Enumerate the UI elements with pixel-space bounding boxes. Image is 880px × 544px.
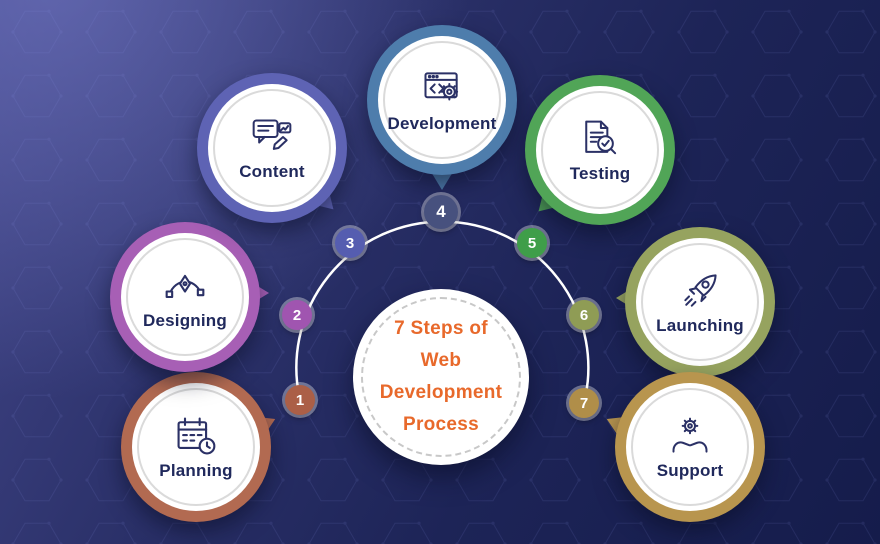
step-label: Development — [387, 113, 497, 133]
step-number-badge-6: 6 — [569, 300, 599, 330]
center-title-line: 7 Steps of — [394, 318, 488, 339]
bubble-ring: Support — [615, 372, 765, 522]
browser-code-gear-icon — [424, 71, 459, 101]
step-label: Designing — [143, 310, 227, 330]
bubble-ring: Designing — [110, 222, 260, 372]
step-bubble-launching: Launching — [625, 227, 775, 377]
step-label: Support — [656, 460, 724, 480]
step-bubble-development: Development — [367, 25, 517, 190]
bubble-ring: Development — [367, 25, 517, 175]
checklist-magnifier-icon — [585, 120, 617, 154]
bubble-ring: Launching — [625, 227, 775, 377]
step-bubble-support: Support — [615, 372, 765, 522]
center-title-line: Development — [379, 382, 503, 403]
step-label: Testing — [569, 163, 631, 183]
step-label: Content — [239, 161, 305, 181]
step-bubble-testing: Testing — [525, 75, 675, 225]
calendar-clock-icon — [177, 417, 216, 454]
bezier-pen-icon — [165, 274, 205, 298]
step-number-badge-3: 3 — [335, 228, 365, 258]
bubble-ring: Content — [197, 73, 347, 223]
bubble-ring: Planning — [121, 372, 271, 522]
step-number-badge-2: 2 — [282, 300, 312, 330]
step-label: Launching — [656, 315, 744, 335]
step-number-badge-5: 5 — [517, 228, 547, 258]
step-label: Planning — [159, 460, 233, 480]
step-bubble-planning: Planning — [121, 372, 271, 522]
center-title-line: Process — [402, 414, 480, 435]
hands-gear-icon — [672, 417, 708, 453]
rocket-icon — [684, 273, 717, 307]
step-bubble-content: Content — [197, 73, 347, 223]
step-number-badge-1: 1 — [285, 385, 315, 415]
step-number-badge-7: 7 — [569, 388, 599, 418]
center-title-line: Web — [420, 350, 462, 371]
bubble-ring: Testing — [525, 75, 675, 225]
content-writing-icon — [252, 118, 292, 150]
step-number-badge-4: 4 — [424, 195, 458, 229]
center-title-circle: 7 Steps of Web Development Process — [353, 289, 529, 465]
step-bubble-designing: Designing — [110, 222, 260, 372]
